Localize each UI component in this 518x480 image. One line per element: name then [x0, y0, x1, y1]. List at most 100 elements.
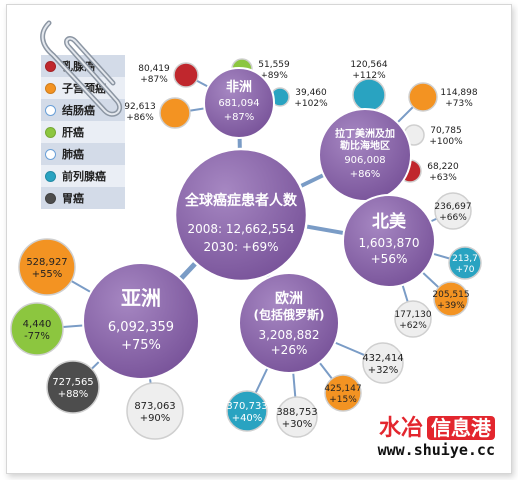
- legend-item: 结肠癌: [41, 99, 125, 121]
- paperclip-icon: [40, 20, 123, 117]
- cancer-change: -77%: [24, 331, 50, 342]
- cancer-value: 370,733: [226, 401, 267, 412]
- cancer-value: 873,063: [134, 401, 175, 412]
- cancer-bubble: 70,785+100%: [403, 124, 463, 147]
- region-value: 681,094: [218, 98, 259, 109]
- cancer-bubble-circle: [10, 302, 64, 356]
- cancer-bubble-circle: [408, 82, 438, 112]
- cancer-bubble: 114,898+73%: [408, 82, 478, 112]
- center-line-2030: 2030: +69%: [203, 240, 278, 254]
- region-circle: [203, 67, 275, 139]
- cancer-change: +100%: [429, 137, 463, 147]
- cancer-change: +32%: [368, 365, 399, 376]
- cancer-change: +55%: [32, 269, 63, 280]
- legend-swatch-icon: [45, 60, 56, 72]
- cancer-bubble-diagram: 80,419+87%51,559+89%92,613+86%39,460+102…: [10, 58, 482, 440]
- cancer-value: 120,564: [350, 60, 387, 70]
- cancer-bubble: 92,613+86%: [124, 97, 191, 129]
- cancer-bubble-circle: [394, 300, 432, 338]
- cancer-value: 528,927: [26, 257, 67, 268]
- center-line-2008: 2008: 12,662,554: [187, 222, 294, 236]
- cancer-bubble: 388,753+30%: [276, 396, 318, 438]
- legend-item: 胃癌: [41, 187, 125, 209]
- cancer-change: +15%: [329, 395, 357, 405]
- region-name: 拉丁美洲及加: [335, 127, 395, 140]
- cancer-bubble: 213,7+70: [448, 246, 482, 280]
- cancer-change: +87%: [140, 75, 168, 85]
- cancer-bubble-circle: [126, 382, 184, 440]
- cancer-value: 425,147: [324, 384, 361, 394]
- region-change: +86%: [350, 169, 381, 180]
- cancer-value: 39,460: [295, 88, 327, 98]
- cancer-bubble-circle: [276, 396, 318, 438]
- legend-swatch-icon: [45, 82, 56, 94]
- legend-label: 胃癌: [62, 192, 84, 205]
- cancer-bubble: 528,927+55%: [18, 238, 76, 296]
- region-name: 亚洲: [121, 286, 161, 310]
- cancer-change: +30%: [282, 419, 313, 430]
- cancer-value: 4,440: [23, 319, 52, 330]
- cancer-value: 432,414: [362, 353, 403, 364]
- region-value: 906,008: [344, 155, 385, 166]
- watermark-url: www.shuiye.cc: [377, 441, 495, 459]
- cancer-value: 92,613: [124, 102, 156, 112]
- cancer-change: +89%: [260, 71, 288, 81]
- cancer-value: 236,697: [434, 202, 471, 212]
- legend-label: 前列腺癌: [62, 170, 106, 183]
- cancer-value: 205,515: [432, 290, 469, 300]
- region-circle: [342, 194, 436, 288]
- cancer-bubble: 425,147+15%: [324, 374, 362, 412]
- region-change: +75%: [121, 338, 161, 353]
- cancer-value: 51,559: [258, 60, 290, 70]
- cancer-value: 114,898: [440, 88, 477, 98]
- cancer-bubble-circle: [46, 360, 100, 414]
- cancer-value: 388,753: [276, 407, 317, 418]
- region-subname: (包括俄罗斯): [254, 307, 325, 322]
- cancer-change: +90%: [140, 413, 171, 424]
- legend-item: 肺癌: [41, 143, 125, 165]
- cancer-bubble-circle: [362, 342, 404, 384]
- center-circle: [173, 147, 309, 283]
- region-change: +56%: [371, 252, 408, 266]
- legend-label: 肝癌: [62, 126, 84, 139]
- legend-swatch-icon: [45, 126, 56, 138]
- cancer-bubble-circle: [18, 238, 76, 296]
- cancer-change: +73%: [445, 99, 473, 109]
- cancer-change: +39%: [437, 301, 465, 311]
- cancer-bubble: 370,733+40%: [226, 390, 268, 432]
- region-circle: [238, 272, 340, 374]
- cancer-bubble-circle: [173, 62, 199, 88]
- cancer-value: 68,220: [427, 162, 459, 172]
- cancer-bubble-circle: [433, 281, 469, 317]
- legend-label: 肺癌: [62, 148, 84, 161]
- cancer-bubble: 236,697+66%: [434, 192, 472, 230]
- region-name: 勒比海地区: [340, 139, 390, 152]
- cancer-value: 70,785: [430, 126, 462, 136]
- cancer-bubble: 4,440-77%: [10, 302, 64, 356]
- cancer-change: +66%: [439, 213, 467, 223]
- watermark: 水冶信息港 www.shuiye.cc: [378, 416, 495, 459]
- cancer-value: 177,130: [394, 310, 431, 320]
- cancer-bubble: 432,414+32%: [362, 342, 404, 384]
- legend-swatch-icon: [45, 148, 56, 160]
- legend-item: 前列腺癌: [41, 165, 125, 187]
- region-change: +26%: [271, 343, 308, 357]
- cancer-change: +86%: [126, 113, 154, 123]
- cancer-change: +63%: [429, 173, 457, 183]
- region-bubble-europe: 欧洲(包括俄罗斯)3,208,882+26%: [238, 272, 340, 374]
- region-change: +87%: [224, 112, 255, 123]
- cancer-bubble: 39,460+102%: [270, 87, 328, 109]
- region-value: 1,603,870: [358, 236, 419, 250]
- cancer-bubble: 120,564+112%: [350, 60, 388, 112]
- legend-swatch-icon: [45, 104, 56, 116]
- center-title: 全球癌症患者人数: [184, 192, 298, 209]
- watermark-tag: 信息港: [427, 416, 495, 440]
- cancer-change: +88%: [58, 389, 89, 400]
- cancer-bubble: 177,130+62%: [394, 300, 432, 338]
- infographic-frame: 80,419+87%51,559+89%92,613+86%39,460+102…: [6, 4, 512, 474]
- region-value: 6,092,359: [108, 320, 174, 335]
- legend-swatch-icon: [45, 192, 56, 204]
- cancer-value: 80,419: [138, 64, 170, 74]
